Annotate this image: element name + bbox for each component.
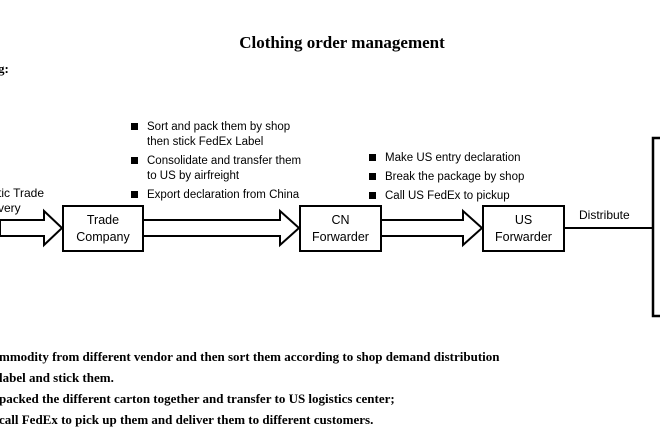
cn-to-us-steps: Make US entry declaration Break the pack… <box>369 151 559 208</box>
step-entry-declaration: Make US entry declaration <box>369 151 559 166</box>
step-sort-pack: Sort and pack them by shop then stick Fe… <box>131 120 331 150</box>
step-export-declaration: Export declaration from China <box>131 188 331 203</box>
customer-box-partial <box>651 136 660 318</box>
arrow-trade-to-cn <box>142 208 301 248</box>
bullet-square-icon <box>369 192 376 199</box>
note-line-2: label and stick them. <box>0 370 114 385</box>
trade-to-cn-steps: Sort and pack them by shop then stick Fe… <box>131 120 331 207</box>
distribute-label: Distribute <box>579 208 630 222</box>
cn-forwarder-node: CN Forwarder <box>299 205 382 252</box>
cn-forwarder-line2: Forwarder <box>312 229 369 244</box>
bullet-square-icon <box>369 173 376 180</box>
note-line-3: packed the different carton together and… <box>0 391 395 406</box>
section-label: g: <box>0 61 9 76</box>
step-call-fedex: Call US FedEx to pickup <box>369 189 559 204</box>
step-consolidate-transfer: Consolidate and transfer them to US by a… <box>131 154 331 184</box>
bullet-square-icon <box>131 191 138 198</box>
bullet-square-icon <box>131 157 138 164</box>
domestic-trade-label-line2: very <box>0 201 21 215</box>
domestic-trade-label-line1: tic Trade <box>0 186 45 200</box>
us-forwarder-line1: US <box>514 212 533 227</box>
arrow-to-trade-company <box>0 208 64 248</box>
trade-company-node: Trade Company <box>62 205 144 252</box>
us-forwarder-node: US Forwarder <box>482 205 565 252</box>
trade-company-line2: Company <box>76 229 130 244</box>
note-line-1: mmodity from different vendor and then s… <box>0 349 500 364</box>
step-break-package: Break the package by shop <box>369 170 559 185</box>
bullet-square-icon <box>131 123 138 130</box>
us-forwarder-line2: Forwarder <box>495 229 552 244</box>
cn-forwarder-line1: CN <box>331 212 350 227</box>
arrow-cn-to-us <box>380 208 484 248</box>
bullet-square-icon <box>369 154 376 161</box>
trade-company-line1: Trade <box>86 212 120 227</box>
note-line-4: call FedEx to pick up them and deliver t… <box>0 412 374 427</box>
diagram-title: Clothing order management <box>239 33 445 52</box>
